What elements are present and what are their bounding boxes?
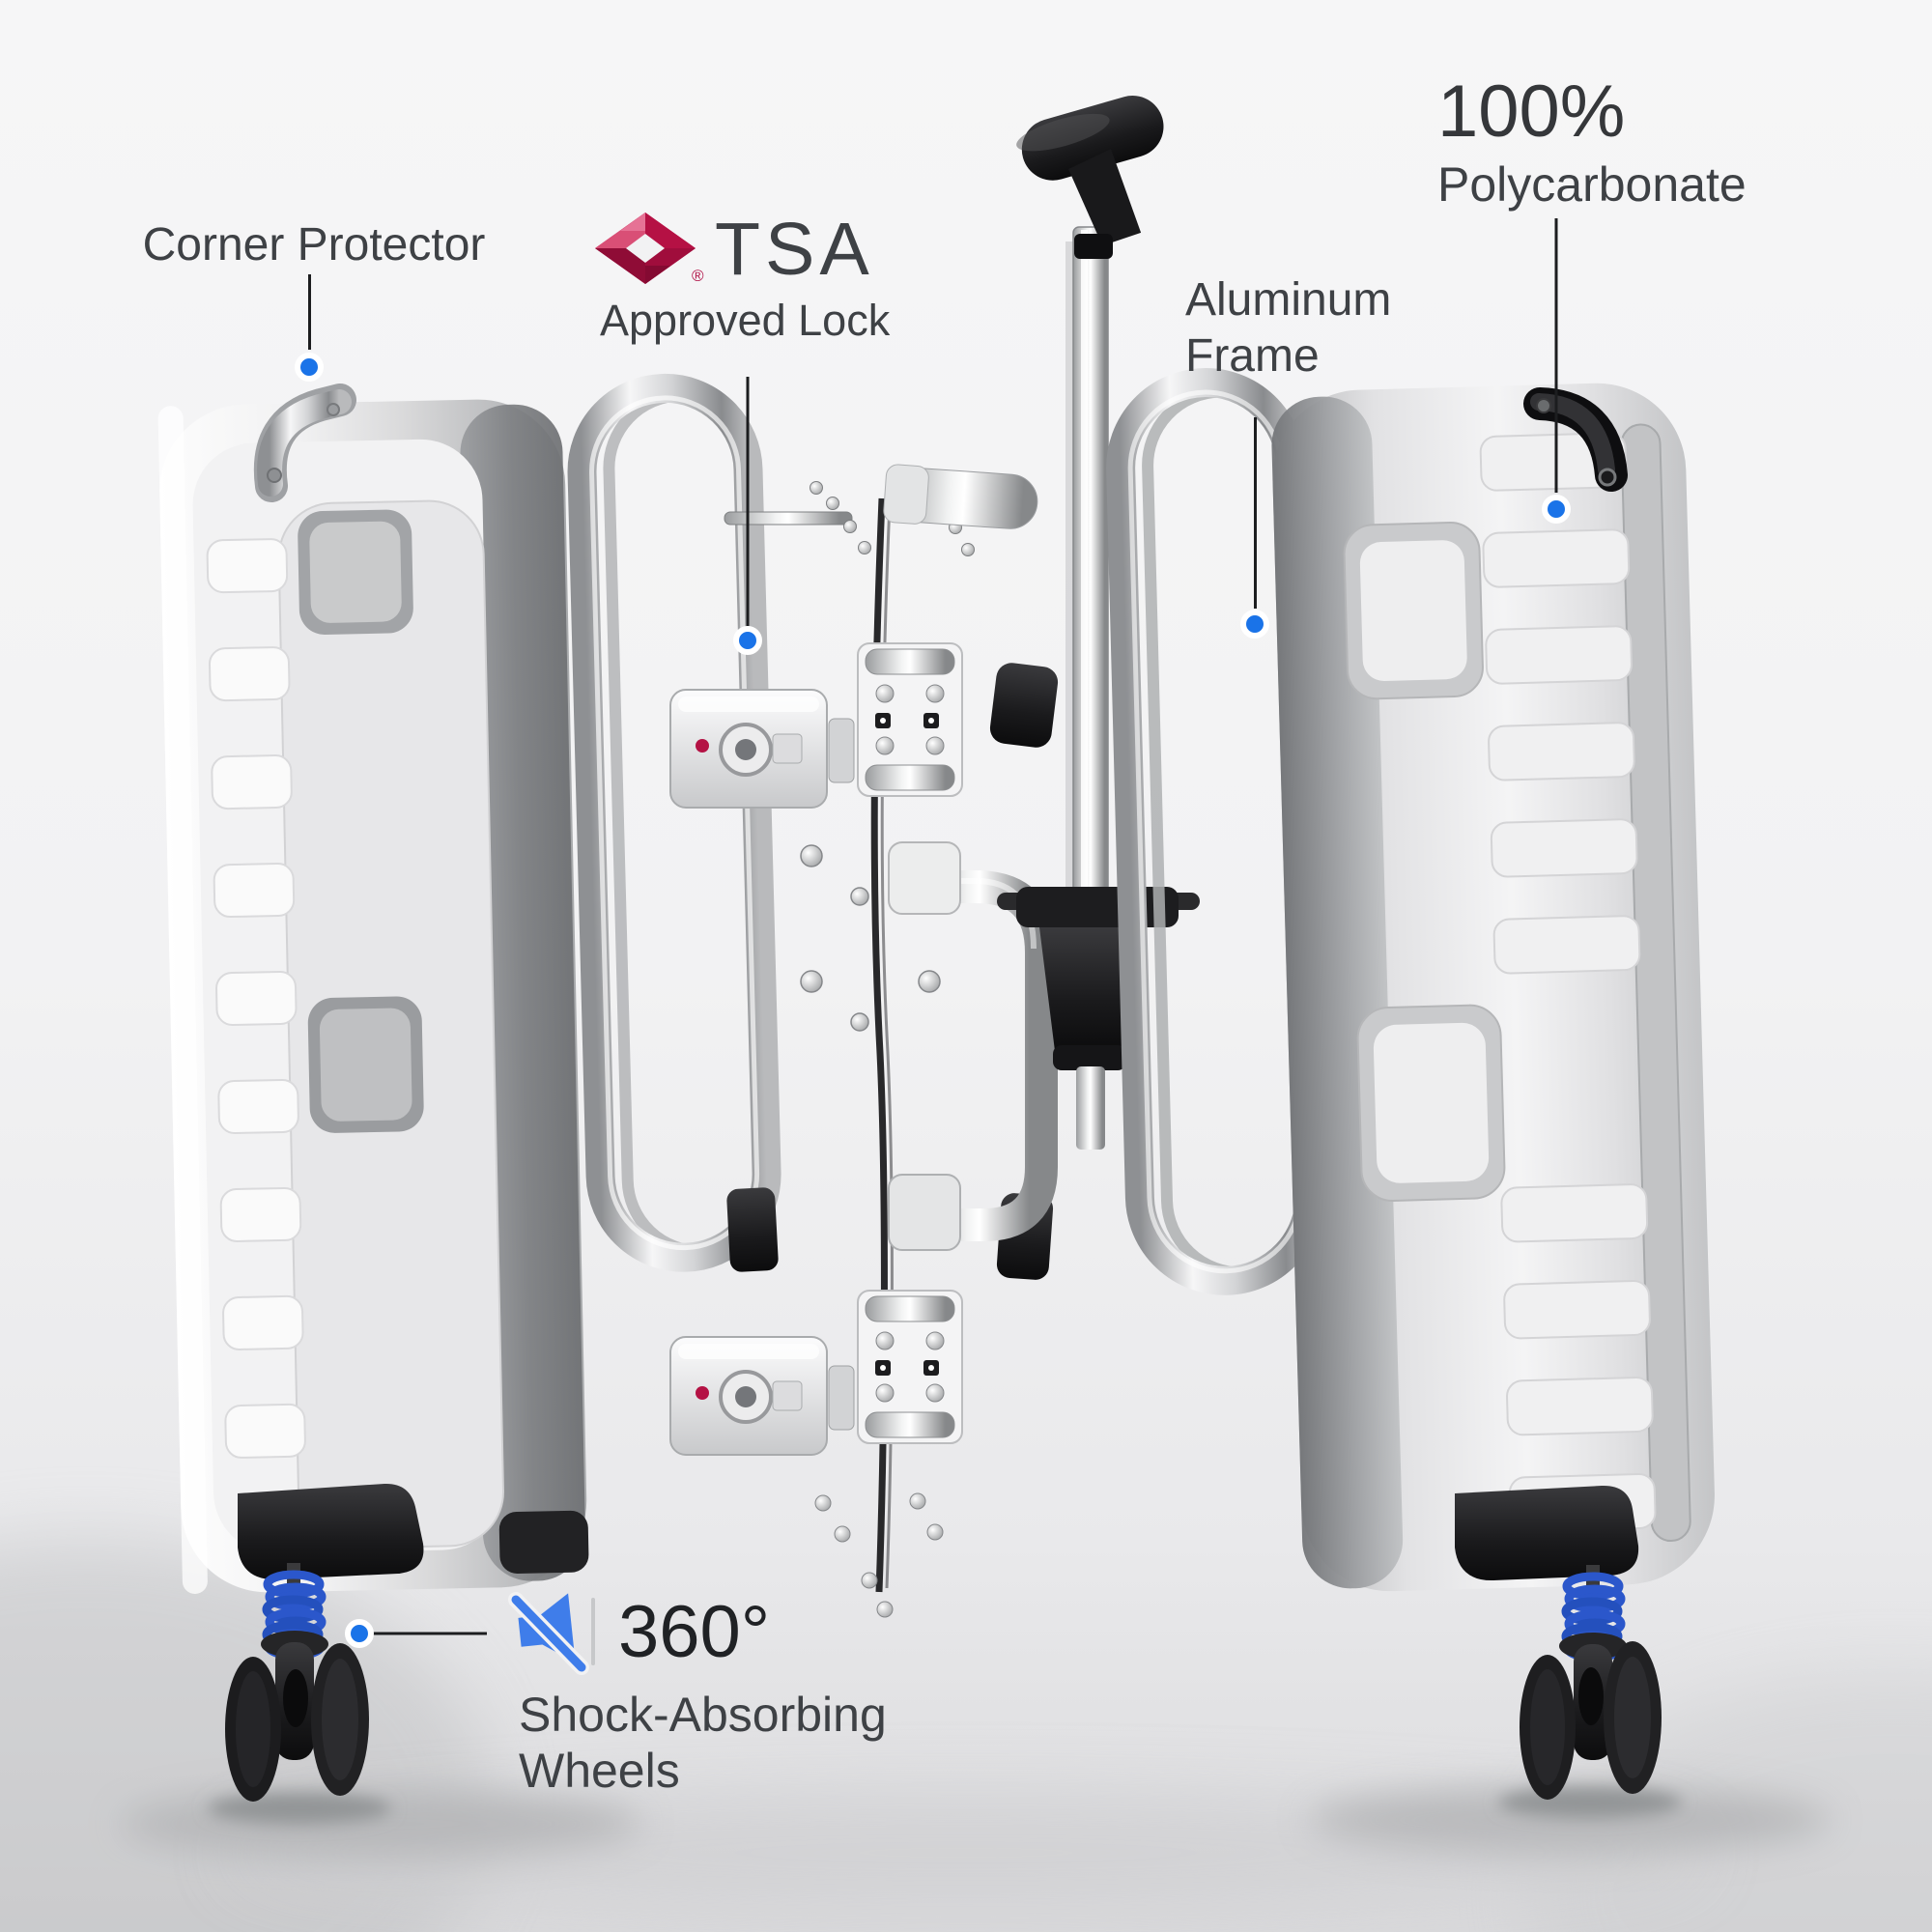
shock-absorbing-wheels-label: Shock-Absorbing Wheels [519,1687,887,1799]
top-carry-handle [883,464,1038,529]
left-shell [157,399,589,1594]
aluminum-frame-label-line1: Aluminum [1185,274,1392,326]
tsa-diamond-icon [595,213,696,284]
wheels-degree-value: 360° [618,1591,771,1673]
axle-pin [724,511,853,526]
mute-speaker-icon [508,1592,589,1675]
left-wheel-housing [238,1483,424,1580]
tsa-approved-lock-label: Approved Lock [600,296,891,345]
rubber-pads [726,663,1059,1280]
right-wheel-housing [1455,1485,1639,1581]
blue-dot-marker-tsa-lock [733,626,762,655]
ground-shadows [121,1785,1831,1909]
right-shell-groove [1620,423,1691,1543]
shock-absorbing-label-line1: Shock-Absorbing [519,1688,887,1742]
blue-dot-marker-polycarbonate [1542,495,1571,524]
shock-absorbing-spring-left [262,1563,327,1661]
left-shell-ribs [206,538,306,1459]
corner-protector-part-left [253,384,356,502]
shock-absorbing-label-line2: Wheels [519,1744,680,1798]
aluminum-frame-label-line2: Frame [1185,330,1320,382]
caster-wheel-right [1520,1633,1662,1800]
tsa-red-indicator [696,739,709,753]
handle-grip [1016,96,1164,246]
corner-protector-label: Corner Protector [142,219,486,270]
right-shell-grip-pockets [1343,522,1506,1202]
aluminum-frame-left [567,373,781,1272]
aluminum-frame-label: Aluminum Frame [1185,272,1391,384]
right-shell [1271,383,1715,1592]
handle-mount-bracket [1039,927,1140,1051]
callout-markers [295,353,1571,1648]
polycarbonate-percent: 100% [1437,71,1626,153]
tsa-registered-mark: ® [692,267,704,285]
corner-protector-part-right [1523,387,1628,492]
telescopic-handle [997,96,1200,1150]
label-divider [591,1598,595,1665]
blue-dot-marker-corner-protector [295,353,324,382]
tsa-lock-assembly-upper [669,642,963,809]
blue-dot-marker-wheels [345,1619,374,1648]
tsa-brand-text: TSA [715,208,874,291]
callout-lines [308,218,1558,1635]
left-shell-grip-pockets [298,509,424,1133]
polycarbonate-label: Polycarbonate [1437,157,1747,212]
caster-wheel-left [225,1631,369,1802]
interior-handle [888,841,1058,1251]
blue-dot-marker-aluminum-frame [1240,610,1269,639]
right-shell-ribs [1479,432,1657,1533]
left-shell-rear-wheel-housing [498,1510,589,1574]
